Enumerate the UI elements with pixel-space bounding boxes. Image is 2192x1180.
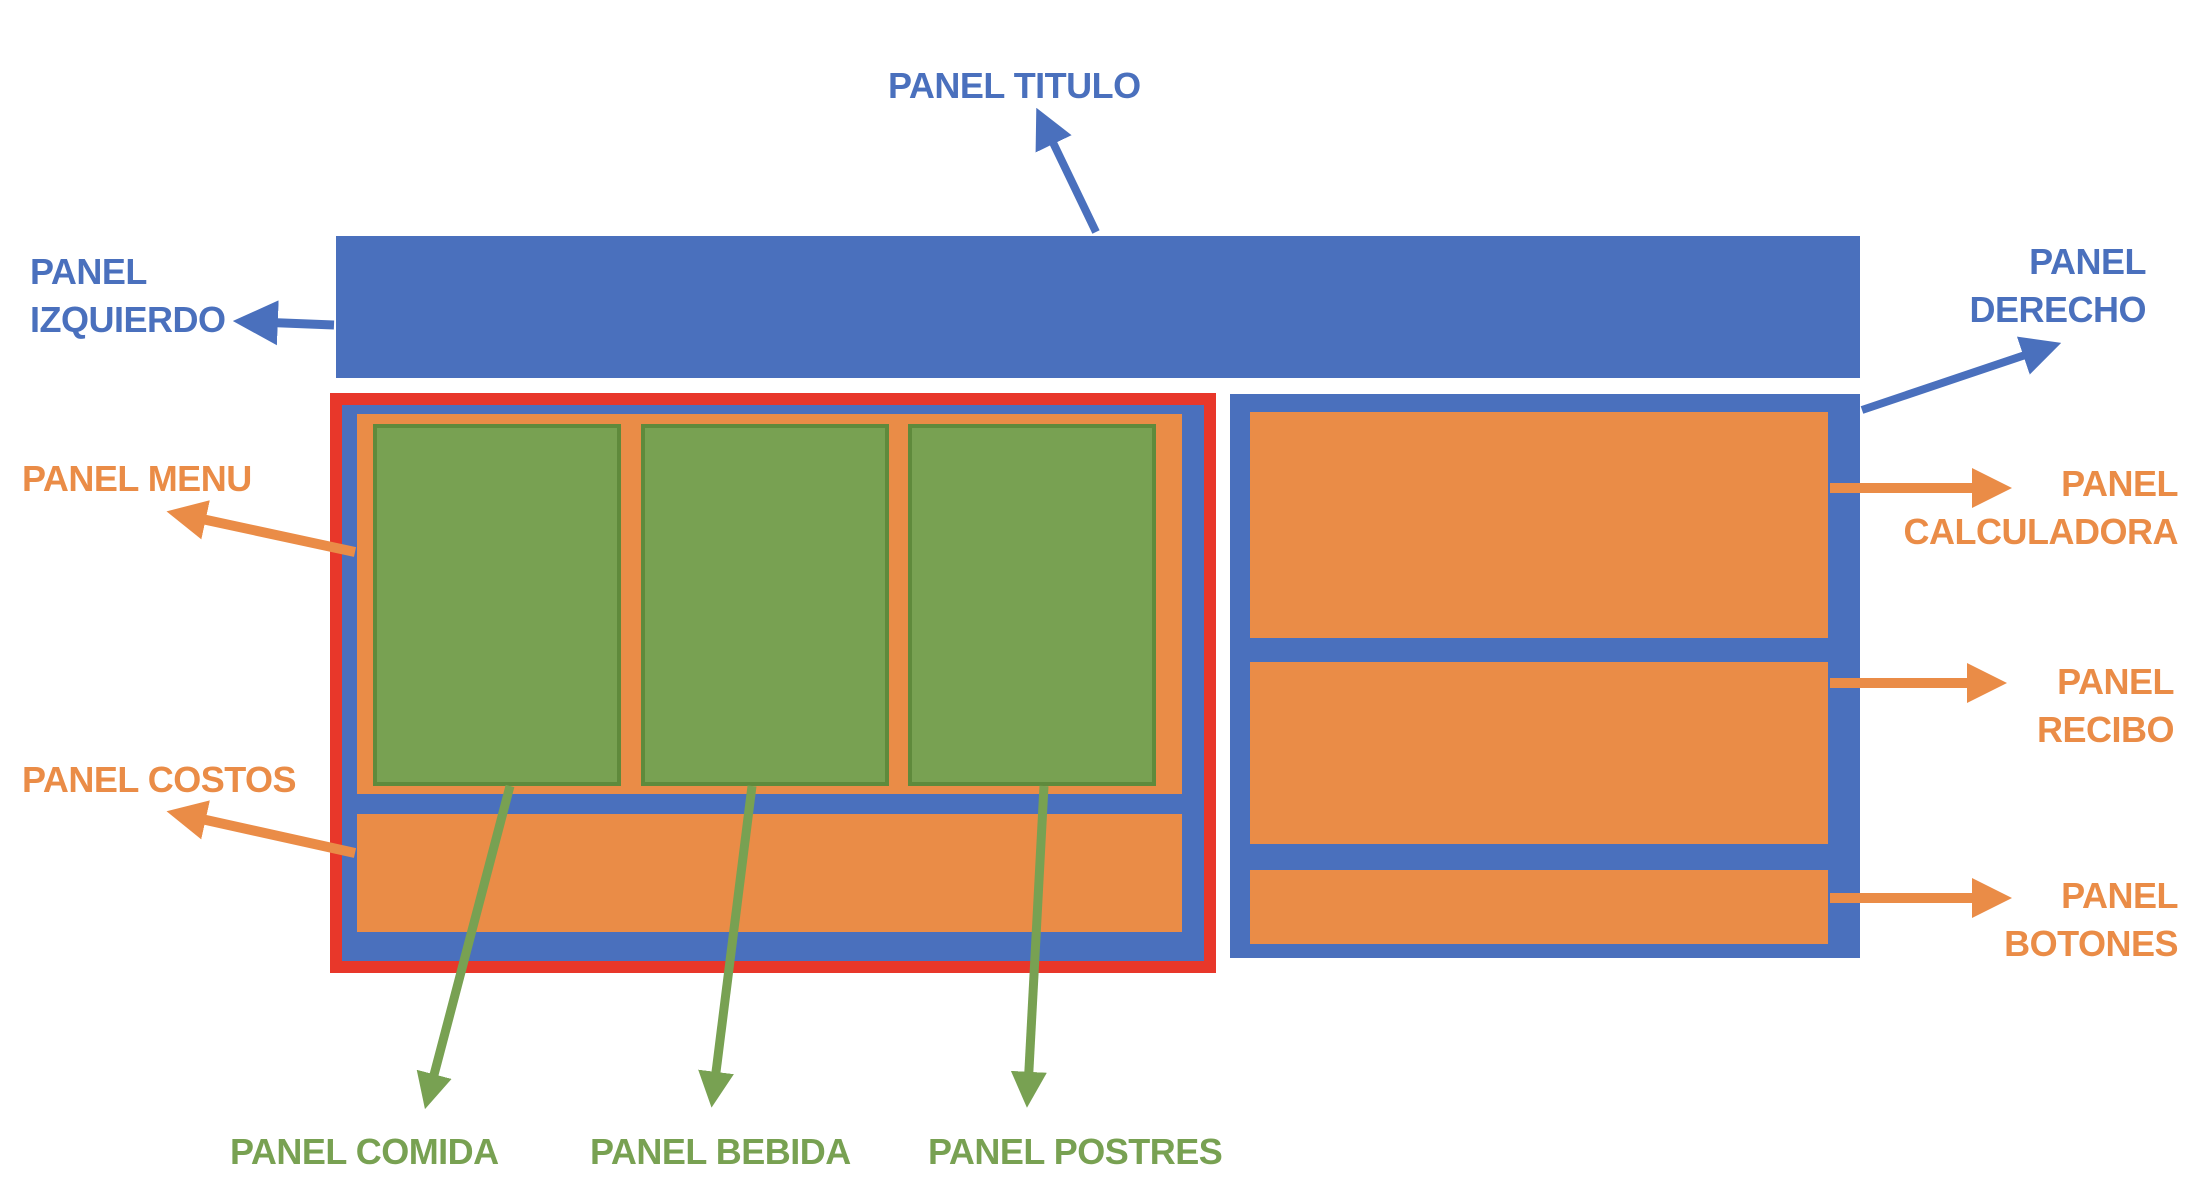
label-panel-botones: PANEL BOTONES bbox=[2004, 872, 2178, 968]
label-panel-costos: PANEL COSTOS bbox=[22, 759, 297, 800]
title-panel-block bbox=[336, 236, 1860, 378]
label-panel-derecho-line1: PANEL bbox=[2029, 241, 2146, 282]
botones-panel-block bbox=[1250, 870, 1828, 944]
left-panel-highlight-frame bbox=[330, 393, 1216, 973]
label-panel-izquierdo: PANEL IZQUIERDO bbox=[30, 248, 226, 344]
label-panel-recibo-line1: PANEL bbox=[2057, 661, 2174, 702]
postres-panel-block bbox=[908, 424, 1156, 786]
label-panel-recibo: PANEL RECIBO bbox=[2036, 658, 2175, 754]
recibo-panel-block bbox=[1250, 662, 1828, 844]
comida-panel-block bbox=[373, 424, 621, 786]
label-panel-izquierdo-line2: IZQUIERDO bbox=[30, 299, 226, 340]
arrow-to-derecho bbox=[1860, 336, 2062, 414]
label-panel-postres: PANEL POSTRES bbox=[928, 1131, 1223, 1172]
label-panel-comida: PANEL COMIDA bbox=[230, 1131, 499, 1172]
label-panel-bebida: PANEL BEBIDA bbox=[590, 1131, 851, 1172]
calculadora-panel-block bbox=[1250, 412, 1828, 638]
bebida-panel-block bbox=[641, 424, 889, 786]
arrow-to-izquierdo bbox=[232, 300, 335, 346]
label-panel-derecho-line2: DERECHO bbox=[1969, 289, 2146, 330]
label-panel-botones-line2: BOTONES bbox=[2004, 923, 2178, 964]
label-panel-recibo-line2: RECIBO bbox=[2036, 709, 2175, 750]
label-panel-calculadora: PANEL CALCULADORA bbox=[1903, 460, 2179, 556]
label-panel-izquierdo-line1: PANEL bbox=[30, 251, 147, 292]
label-panel-derecho: PANEL DERECHO bbox=[1969, 238, 2146, 334]
label-panel-calculadora-line1: PANEL bbox=[2061, 463, 2178, 504]
label-panel-menu: PANEL MENU bbox=[22, 458, 252, 499]
arrow-to-titulo bbox=[1035, 107, 1100, 234]
label-panel-botones-line1: PANEL bbox=[2061, 875, 2178, 916]
label-panel-calculadora-line2: CALCULADORA bbox=[1903, 511, 2179, 552]
label-panel-titulo: PANEL TITULO bbox=[888, 65, 1141, 106]
